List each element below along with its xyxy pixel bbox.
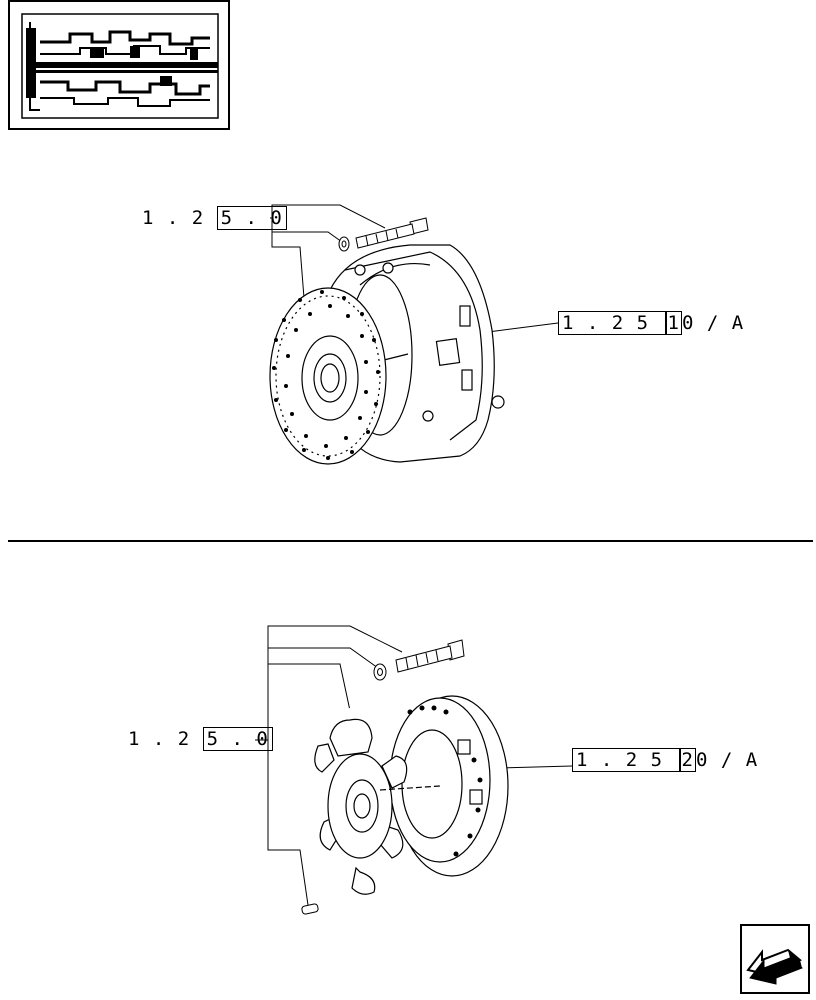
bottom-clutch-disc: [314, 708, 441, 895]
top-right-ref-suffix: 0 / A: [681, 312, 745, 334]
top-clutch-assembly: [269, 204, 559, 465]
bottom-right-ref-digit: 2: [679, 748, 696, 772]
bottom-washer: [373, 663, 387, 681]
overview-thumbnail[interactable]: [8, 0, 230, 130]
bottom-left-ref[interactable]: 1 . 2 5 . 0: [128, 727, 273, 751]
bottom-left-ref-boxed: 5 . 0: [202, 727, 273, 751]
bottom-pressure-plate: [389, 695, 509, 877]
top-leader-lines: [270, 204, 559, 333]
bottom-pin: [301, 903, 319, 915]
top-left-ref[interactable]: 1 . 2 5 . 0: [142, 206, 287, 230]
section-divider: [8, 540, 813, 542]
top-washer: [338, 236, 350, 252]
transmission-cross-section-icon: [21, 13, 219, 119]
bottom-right-ref-prefix: 1 . 2 5: [572, 748, 680, 772]
top-left-ref-prefix: 1 . 2: [142, 207, 217, 229]
bottom-leader-lines: [255, 625, 573, 906]
bottom-clutch-assembly: [255, 625, 573, 915]
bottom-right-ref-suffix: 0 / A: [695, 749, 759, 771]
arrow-back-icon: [746, 948, 803, 985]
top-right-ref-digit: 1: [665, 311, 682, 335]
top-left-ref-boxed: 5 . 0: [216, 206, 287, 230]
bottom-bolt: [395, 639, 465, 673]
top-right-ref-prefix: 1 . 2 5: [558, 311, 666, 335]
bottom-left-ref-prefix: 1 . 2: [128, 728, 203, 750]
top-bolt: [355, 217, 429, 249]
back-navigation-button[interactable]: [740, 924, 810, 994]
top-clutch-disc: [269, 287, 387, 465]
